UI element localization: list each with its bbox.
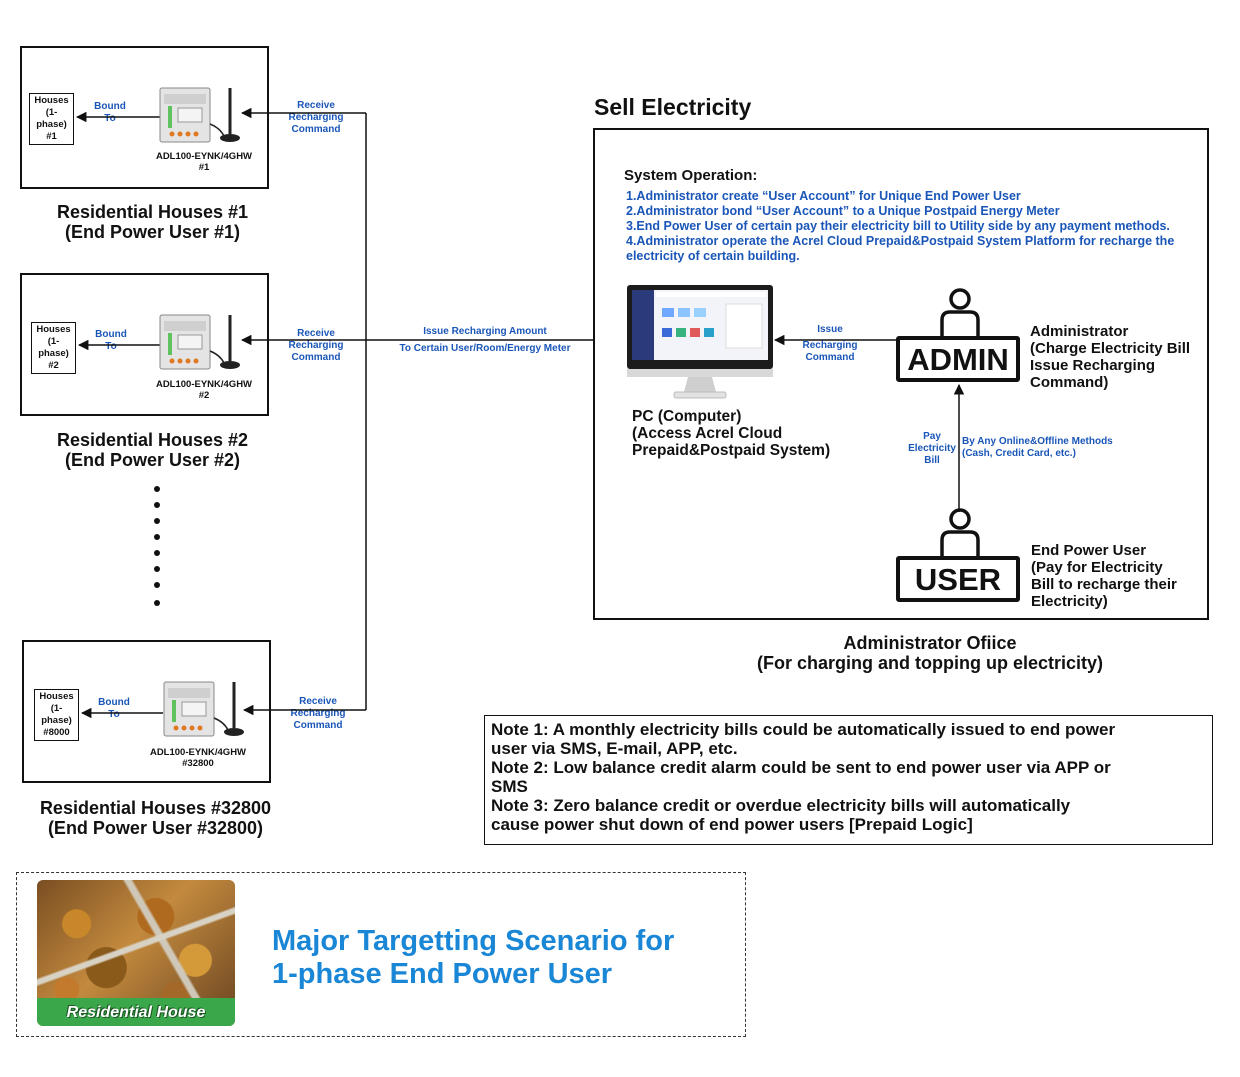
distribution-connectors xyxy=(240,107,626,716)
notes-box: Note 1: A monthly electricity bills coul… xyxy=(484,715,1213,845)
user-box: USER xyxy=(896,556,1020,602)
house-caption-1: Residential Houses #1(End Power User #1) xyxy=(56,202,249,242)
bound-arrow-1 xyxy=(75,112,160,122)
house-label-2: Houses(1-phase)#2 xyxy=(31,322,76,374)
issue-recharging-amount-label: Issue Recharging Amount xyxy=(423,326,547,337)
admin-person-icon xyxy=(940,288,980,336)
house-caption-3: Residential Houses #32800(End Power User… xyxy=(39,798,272,838)
energy-meter-icon xyxy=(159,87,240,143)
meter-name-3: ADL100-EYNK/4GHW#32800 xyxy=(149,747,247,769)
bound-arrow-3 xyxy=(80,708,163,718)
photo-label: Residential House xyxy=(66,1004,206,1021)
house-label-3: Houses(1-phase)#8000 xyxy=(34,689,79,741)
pc-monitor-icon xyxy=(627,285,773,399)
issue-command-arrow xyxy=(773,334,896,346)
meter-name-2: ADL100-EYNK/4GHW#2 xyxy=(155,379,253,401)
to-certain-user-label: To Certain User/Room/Energy Meter xyxy=(399,343,571,354)
meter-name-1: ADL100-EYNK/4GHW#1 xyxy=(155,151,253,173)
administrator-office-caption: Administrator Ofiice(For charging and to… xyxy=(756,633,1103,673)
residential-house-photo: Residential House xyxy=(37,880,235,1026)
issue-recharging-command-label: Issue xyxy=(817,324,843,335)
sell-electricity-title: Sell Electricity xyxy=(594,94,752,120)
pay-bill-arrow xyxy=(953,383,965,512)
house-label-1: Houses(1-phase)#1 xyxy=(29,93,74,145)
payment-methods-label: By Any Online&Offline Methods(Cash, Cred… xyxy=(962,436,1113,459)
scenario-title: Major Targetting Scenario for 1-phase En… xyxy=(272,925,675,990)
scenario-panel xyxy=(16,872,746,1037)
energy-meter-icon xyxy=(159,314,240,370)
energy-meter-icon xyxy=(163,681,244,737)
house-caption-2: Residential Houses #2(End Power User #2) xyxy=(56,430,249,470)
system-operation-list: 1.Administrator create “User Account” fo… xyxy=(626,189,1175,263)
admin-box: ADMIN xyxy=(896,336,1020,382)
user-person-icon xyxy=(940,508,980,556)
photo-label-bar xyxy=(37,998,235,1026)
system-operation-title: System Operation: xyxy=(624,167,758,184)
bound-arrow-2 xyxy=(77,340,160,350)
